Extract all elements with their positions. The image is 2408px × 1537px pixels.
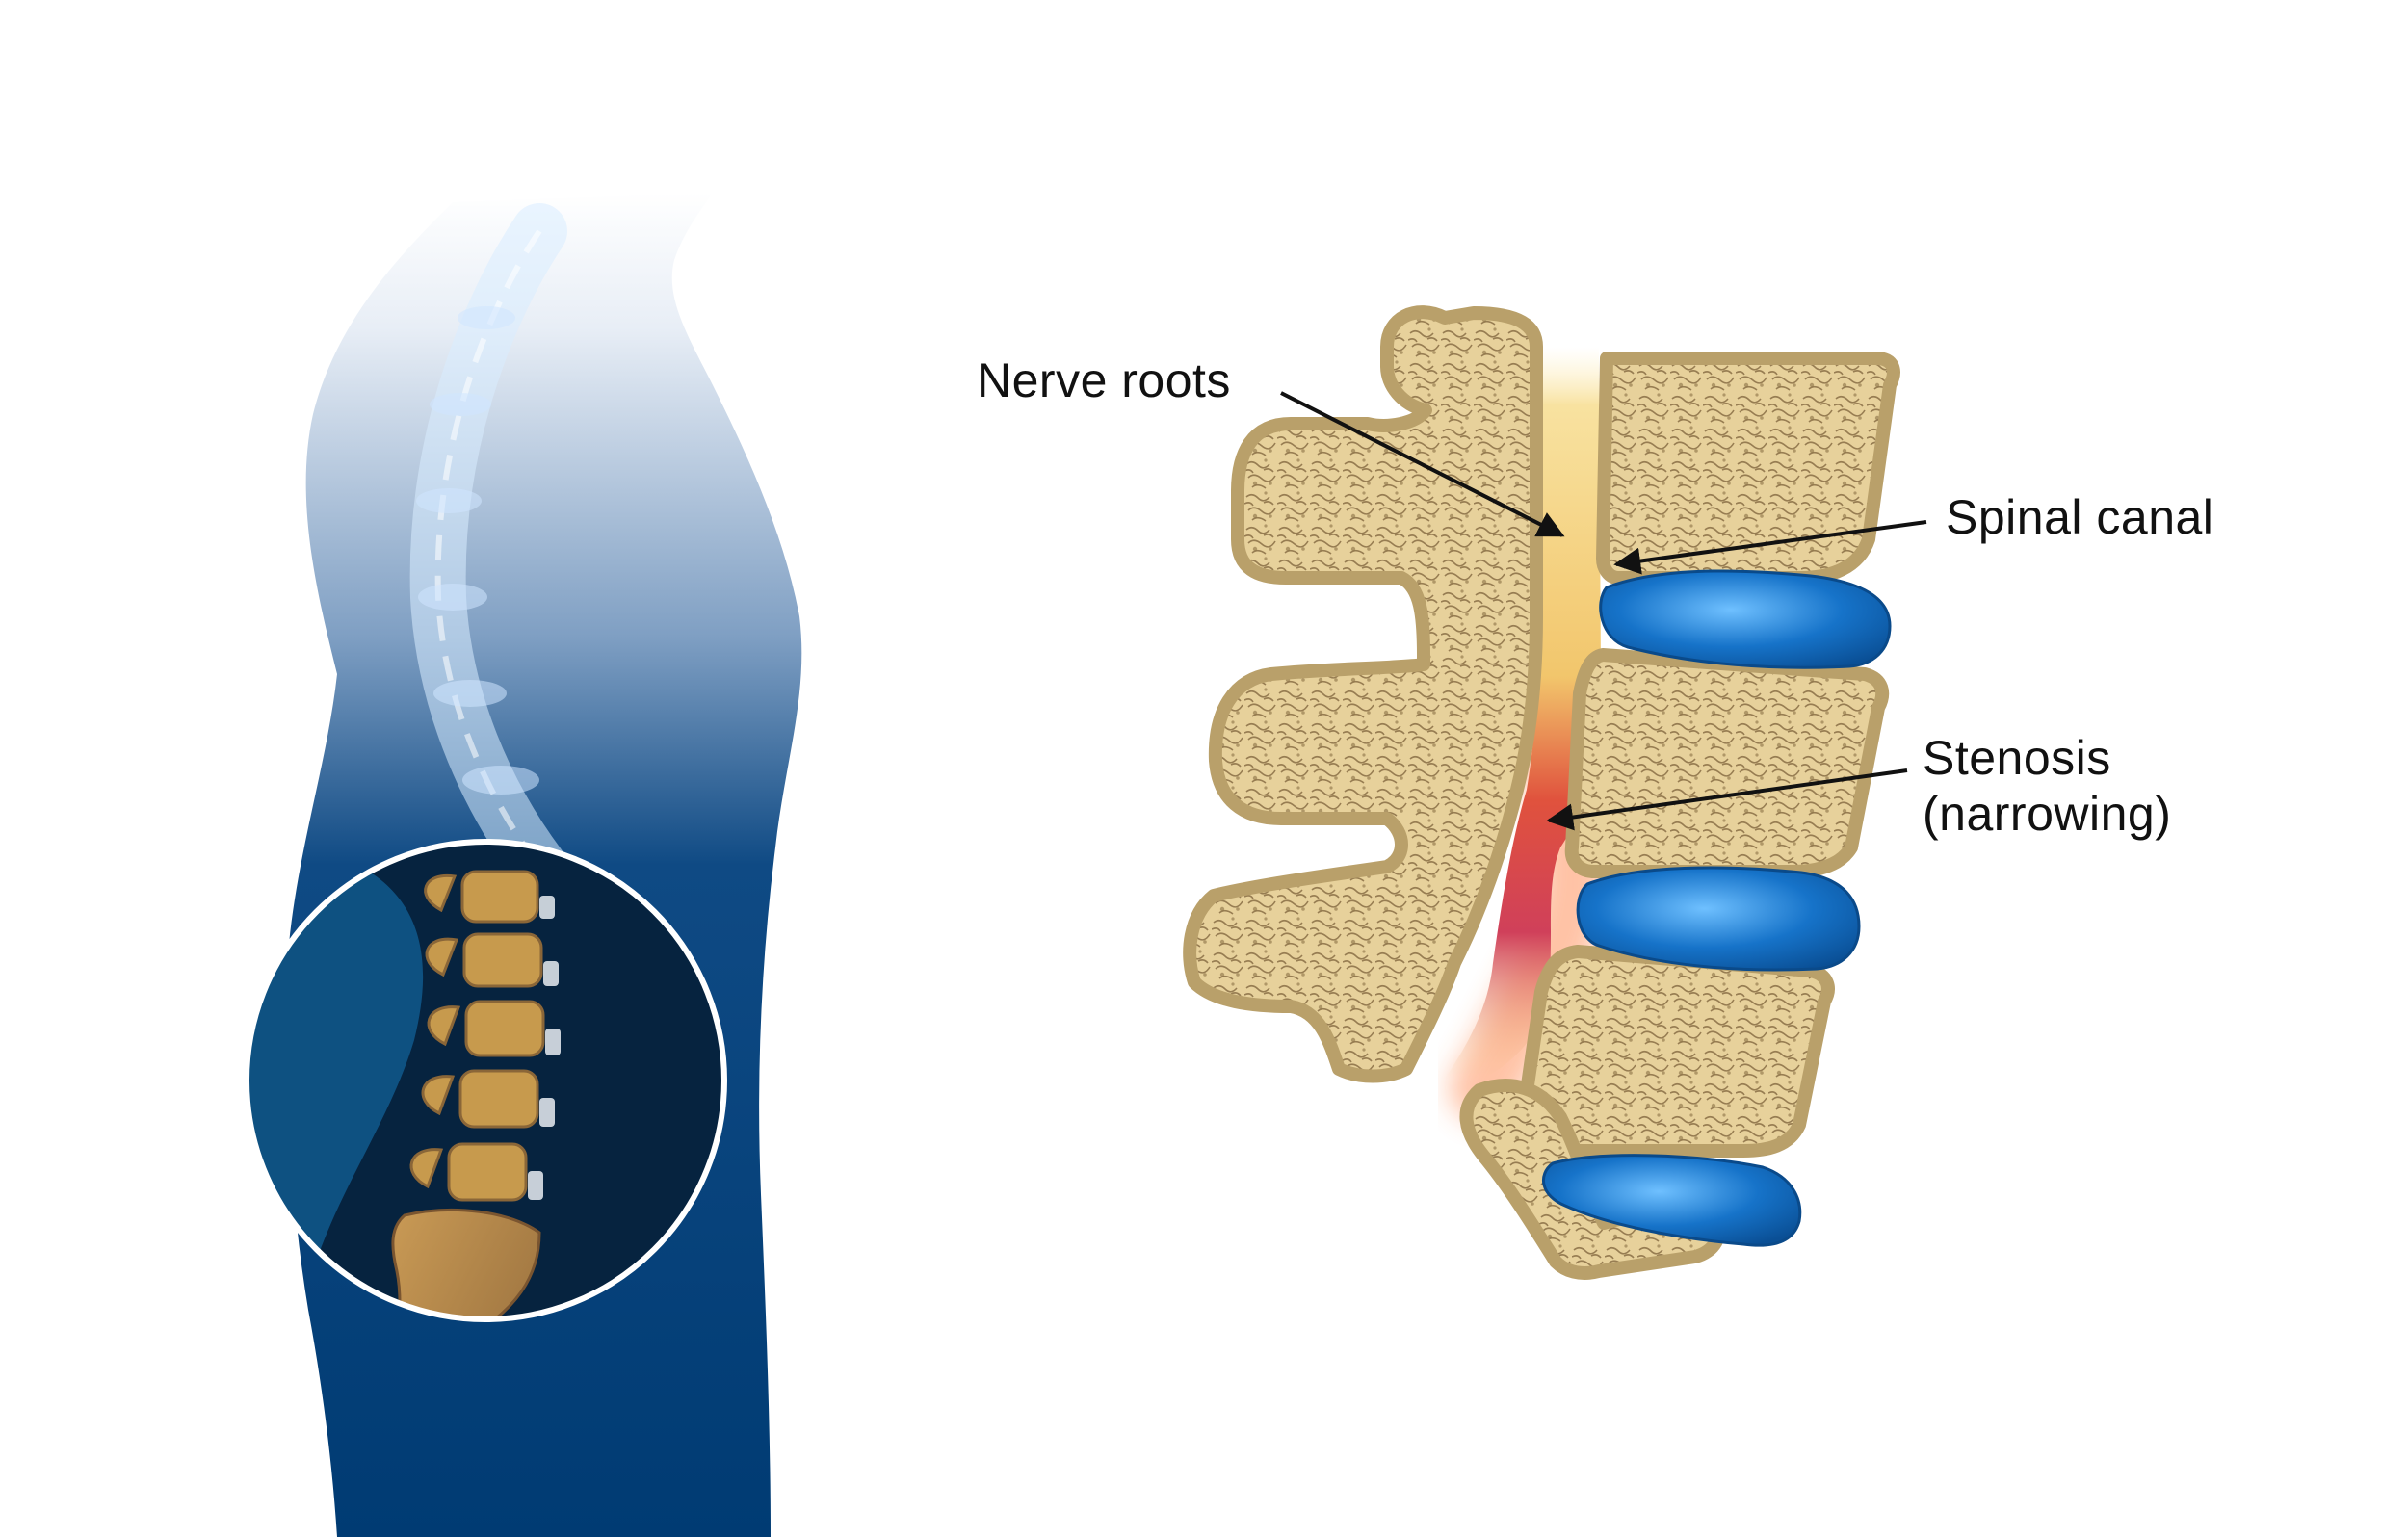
nerve-roots-arrow — [1280, 391, 1565, 537]
stenosis-label: Stenosis (narrowing) — [1923, 730, 2171, 842]
stenosis-label-line2: (narrowing) — [1923, 787, 2172, 841]
vertebral-bodies — [1459, 352, 1900, 1280]
intervertebral-discs — [1542, 569, 1892, 1247]
spinal-canal-arrow — [1613, 520, 1927, 575]
spine-cross-section — [1183, 305, 1900, 1280]
spinal-canal-label: Spinal canal — [1946, 490, 2214, 544]
lumbar-inset — [244, 839, 727, 1322]
disc-middle — [1576, 866, 1861, 972]
stenosis-label-line1: Stenosis — [1923, 731, 2111, 785]
upper-spine — [409, 203, 567, 895]
stenosis-arrow — [1546, 768, 1908, 831]
lumbar-vertebrae — [409, 870, 545, 1202]
disc-upper — [1599, 569, 1892, 669]
nerve-roots-label: Nerve roots — [977, 353, 1231, 407]
callout-arrows — [1280, 391, 1927, 831]
posterior-bone — [1183, 305, 1543, 1083]
disc-lower — [1542, 1154, 1802, 1247]
